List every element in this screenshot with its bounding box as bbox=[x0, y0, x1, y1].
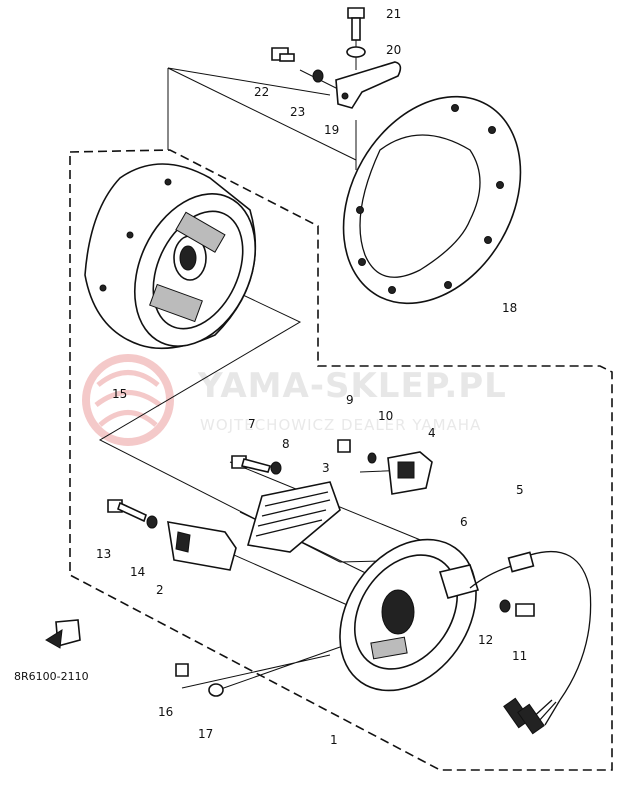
watermark-logo bbox=[82, 354, 174, 446]
callout-23: 23 bbox=[290, 105, 305, 119]
callout-1: 1 bbox=[330, 733, 338, 747]
callout-7: 7 bbox=[248, 417, 256, 431]
callout-20: 20 bbox=[386, 43, 401, 57]
watermark-main-text: YAMA-SKLEP.PL bbox=[197, 366, 507, 406]
callout-3: 3 bbox=[322, 461, 330, 475]
cover-gasket bbox=[342, 95, 522, 305]
top-hardware bbox=[271, 7, 402, 109]
fasteners bbox=[45, 439, 535, 697]
watermark-sub-text: WOJTECHOWICZ DEALER YAMAHA bbox=[200, 416, 481, 434]
coil-parts bbox=[167, 451, 433, 571]
callouts: 1 2 3 4 5 6 7 8 9 10 11 12 13 14 15 16 1… bbox=[14, 7, 527, 747]
callout-16: 16 bbox=[158, 705, 173, 719]
assembly-boundary bbox=[69, 149, 613, 771]
callout-15: 15 bbox=[112, 387, 127, 401]
callout-21: 21 bbox=[386, 7, 401, 21]
wire-harness bbox=[469, 550, 592, 735]
callout-11: 11 bbox=[512, 649, 527, 663]
callout-9: 9 bbox=[346, 393, 354, 407]
callout-4: 4 bbox=[428, 426, 436, 440]
callout-2: 2 bbox=[156, 583, 164, 597]
callout-8: 8 bbox=[282, 437, 290, 451]
callout-12: 12 bbox=[478, 633, 493, 647]
diagram-code: 8R6100-2110 bbox=[14, 670, 89, 683]
callout-13: 13 bbox=[96, 547, 111, 561]
callout-14: 14 bbox=[130, 565, 145, 579]
stator-plate bbox=[339, 538, 480, 692]
callout-18: 18 bbox=[502, 301, 517, 315]
callout-19: 19 bbox=[324, 123, 339, 137]
callout-5: 5 bbox=[516, 483, 524, 497]
watermark: YAMA-SKLEP.PL WOJTECHOWICZ DEALER YAMAHA bbox=[82, 354, 507, 446]
flywheel-rotor bbox=[84, 163, 257, 350]
callout-10: 10 bbox=[378, 409, 393, 423]
callout-22: 22 bbox=[254, 85, 269, 99]
callout-6: 6 bbox=[460, 515, 468, 529]
callout-17: 17 bbox=[198, 727, 213, 741]
